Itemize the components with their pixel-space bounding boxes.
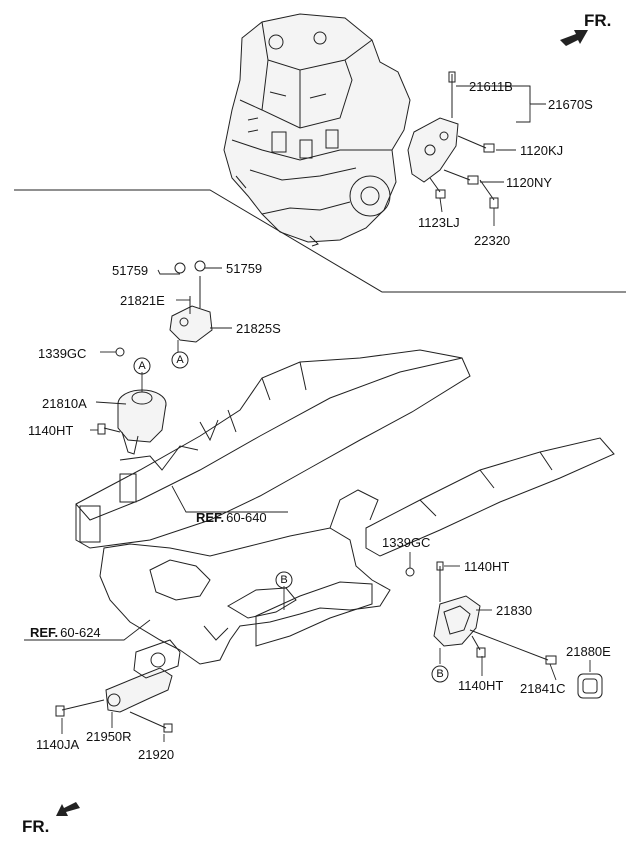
part-label-1339GC-right: 1339GC	[382, 535, 430, 550]
callout-letter: B	[280, 574, 287, 586]
reference-code: 60-640	[226, 510, 266, 525]
part-label-21950R: 21950R	[86, 729, 132, 744]
callout-B-mount: B	[431, 665, 449, 683]
part-label-21880E: 21880E	[566, 644, 611, 659]
part-label-21841C: 21841C	[520, 681, 566, 696]
reference-label-60-624: REF.60-624	[30, 625, 101, 640]
transmission-mount-21830	[405, 561, 603, 699]
part-label-51759-right: 51759	[226, 261, 262, 276]
engine-mount-insulator-21810A	[97, 347, 167, 455]
reference-label-60-640: REF.60-640	[196, 510, 267, 525]
callout-letter: A	[138, 360, 146, 372]
upper-mount-bracket-21825S	[169, 260, 213, 343]
part-label-1123LJ: 1123LJ	[418, 215, 460, 230]
part-label-1339GC-left: 1339GC	[38, 346, 86, 361]
roll-rod-bracket-21950R	[55, 639, 181, 733]
callout-B-frame: B	[275, 571, 293, 589]
part-label-1140HT-bottom: 1140HT	[458, 678, 503, 693]
direction-arrow-top: FR.	[560, 11, 611, 46]
leader-lines	[24, 85, 591, 742]
reference-code: 60-624	[60, 625, 100, 640]
part-label-21810A: 21810A	[42, 396, 87, 411]
part-label-22320: 22320	[474, 233, 510, 248]
callout-A-lower: A	[133, 357, 151, 375]
callout-letter: B	[436, 668, 443, 680]
part-label-1140HT-top: 1140HT	[464, 559, 509, 574]
part-label-21670S: 21670S	[548, 97, 593, 112]
reference-prefix: REF.	[196, 510, 224, 525]
engine-bracket-bolts	[429, 135, 499, 209]
part-label-51759-left: 51759	[112, 263, 148, 278]
part-label-21830: 21830	[496, 603, 532, 618]
engine-block-illustration	[223, 13, 411, 247]
part-label-21920: 21920	[138, 747, 174, 762]
part-label-1120NY: 1120NY	[506, 175, 552, 190]
engine-bracket-21670S	[407, 71, 459, 183]
part-label-21825S: 21825S	[236, 321, 281, 336]
part-label-1140JA: 1140JA	[36, 737, 79, 752]
part-label-1120KJ: 1120KJ	[520, 143, 563, 158]
part-label-21821E: 21821E	[120, 293, 165, 308]
direction-arrow-bottom: FR.	[22, 802, 80, 836]
part-label-1140HT-left: 1140HT	[28, 423, 73, 438]
callout-letter: A	[176, 354, 184, 366]
subframe-assembly	[75, 349, 615, 665]
direction-label-bottom: FR.	[22, 817, 49, 836]
callout-A-upper: A	[171, 351, 189, 369]
reference-prefix: REF.	[30, 625, 58, 640]
direction-label-top: FR.	[584, 11, 611, 30]
part-label-21611B: 21611B	[469, 79, 513, 94]
section-divider-line	[14, 189, 626, 293]
